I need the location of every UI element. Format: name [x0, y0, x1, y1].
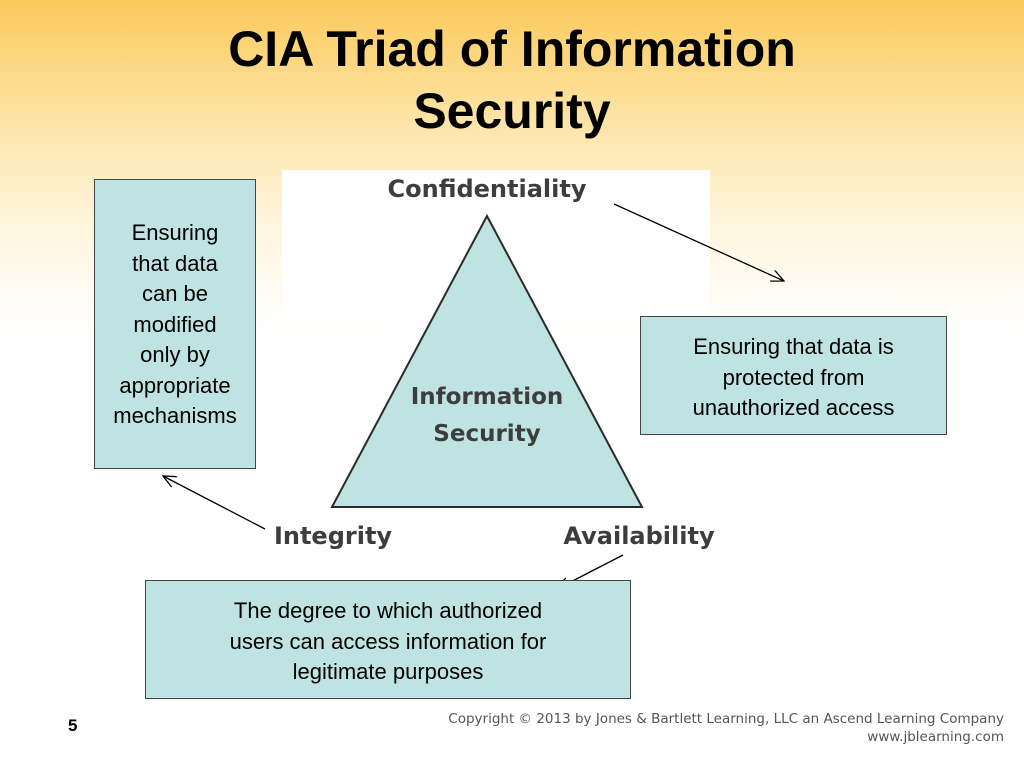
- availability-definition-line: The degree to which authorized: [233, 598, 543, 623]
- confidentiality-definition-box: Ensuring that data is protected from una…: [640, 316, 947, 435]
- copyright-text: Copyright © 2013 by Jones & Bartlett Lea…: [448, 711, 1004, 727]
- integrity-definition-line: only by: [140, 342, 210, 367]
- center-label-line-2: Security: [433, 421, 540, 447]
- integrity-definition-line: can be: [141, 281, 209, 306]
- integrity-definition-line: mechanisms: [113, 403, 237, 428]
- slide-number: 5: [68, 716, 78, 735]
- integrity-label: Integrity: [274, 522, 392, 550]
- integrity-definition-line: Ensuring: [131, 220, 219, 245]
- copyright-notice: Copyright © 2013 by Jones & Bartlett Lea…: [448, 710, 1004, 746]
- integrity-definition-line: appropriate: [119, 372, 231, 398]
- arrow-to-confidentiality-box: [613, 203, 784, 281]
- confidentiality-definition-line: Ensuring that data is: [693, 334, 894, 359]
- confidentiality-definition-line: protected from: [722, 364, 865, 390]
- confidentiality-label: Confidentiality: [388, 175, 587, 203]
- slide-title-line-1: CIA Triad of Information: [228, 21, 796, 77]
- publisher-website: www.jblearning.com: [867, 729, 1004, 745]
- confidentiality-definition-line: unauthorized access: [692, 395, 895, 420]
- integrity-definition-box: Ensuring that data can be modified only …: [94, 179, 256, 469]
- arrow-to-integrity-box: [163, 476, 266, 530]
- triad-triangle: [330, 213, 644, 508]
- integrity-definition-line: modified: [133, 311, 217, 337]
- slide-title-line-2: Security: [413, 83, 611, 139]
- center-label-line-1: Information: [411, 384, 564, 410]
- availability-definition-line: legitimate purposes: [292, 659, 484, 684]
- availability-definition-line: users can access information for: [229, 628, 547, 654]
- availability-definition-box: The degree to which authorized users can…: [145, 580, 631, 699]
- availability-label: Availability: [563, 522, 715, 550]
- slide-title: CIA Triad of Information Security: [0, 18, 1024, 142]
- integrity-definition-line: that data: [132, 250, 218, 276]
